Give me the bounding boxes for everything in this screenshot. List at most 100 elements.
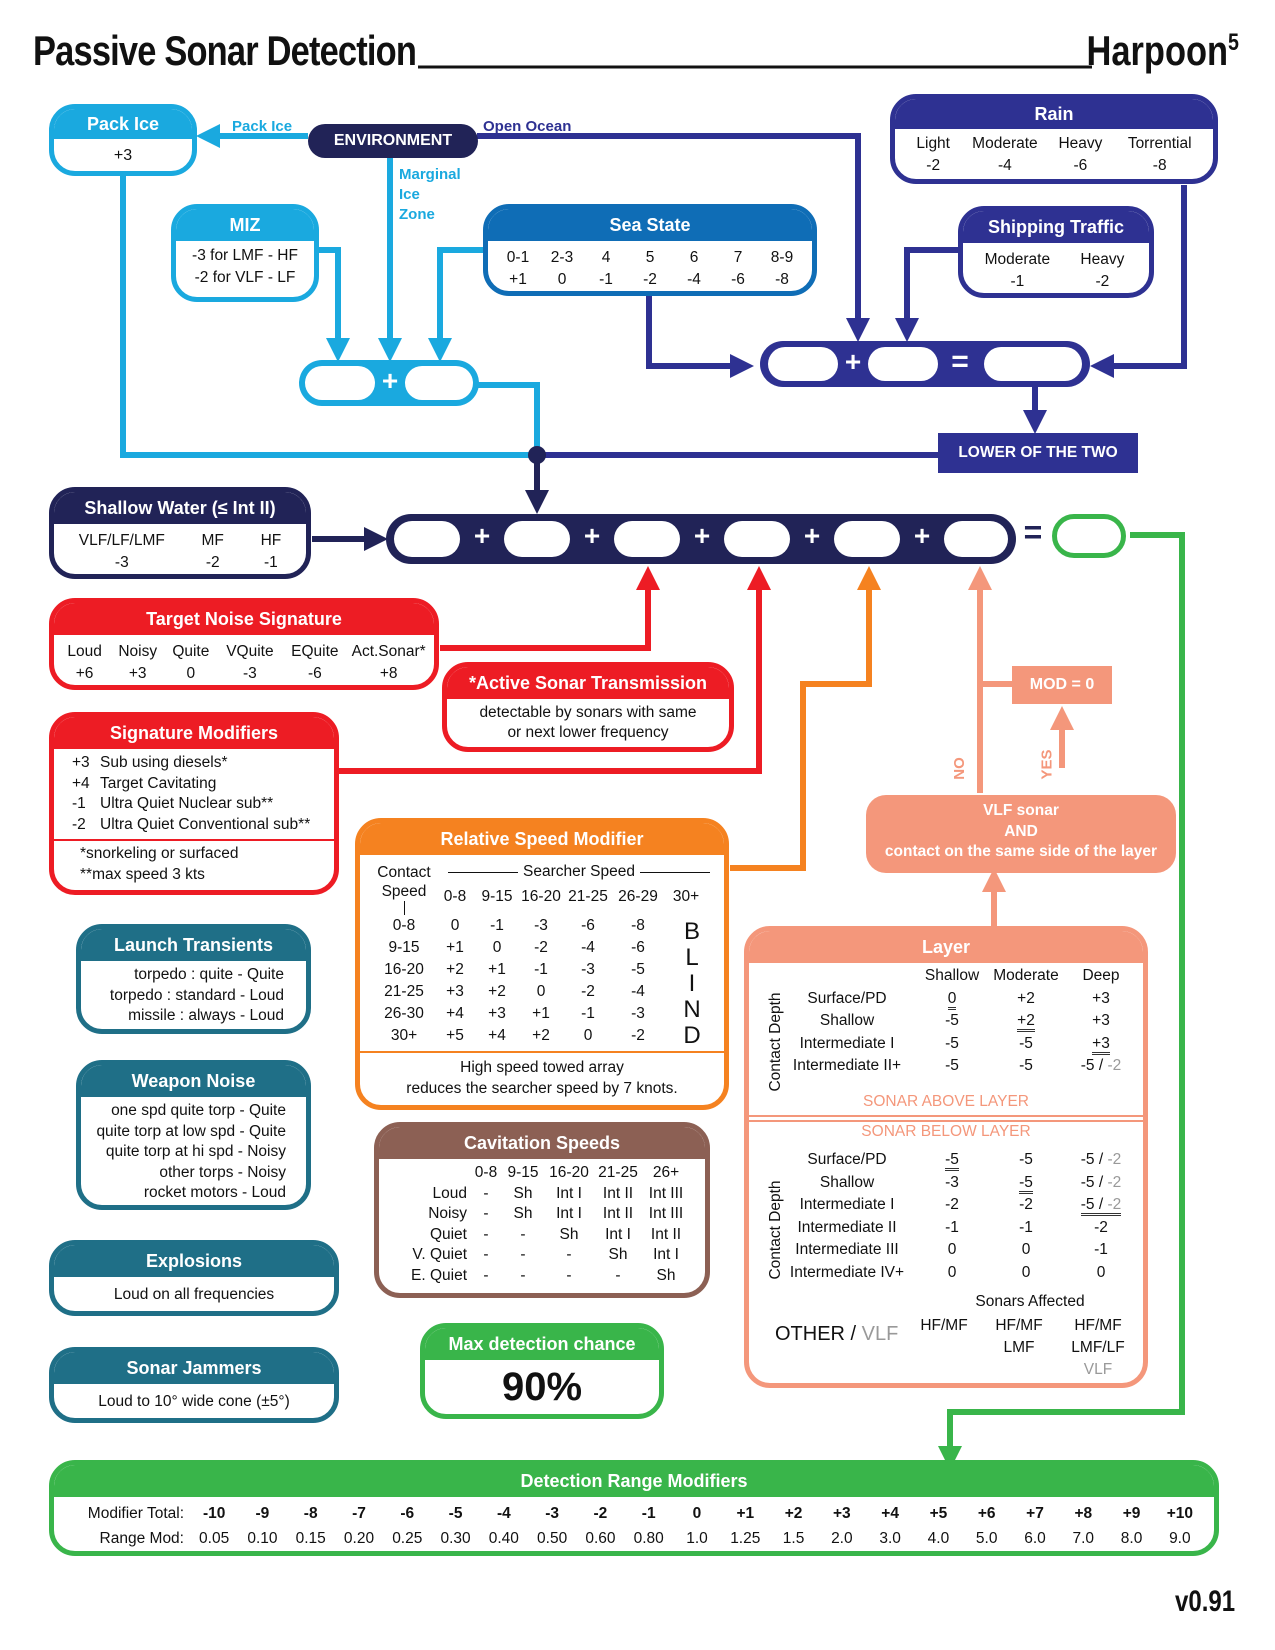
speed-mod: 0 <box>450 917 460 934</box>
depth-row: Shallow <box>819 1012 875 1029</box>
weapon-row: quite torp at low spd - Quite <box>81 1122 286 1143</box>
rain-value: -6 <box>1073 157 1088 174</box>
weather-sum-slot <box>868 347 938 381</box>
weapon-row: other torps - Noisy <box>81 1163 286 1184</box>
range-mod: 0.30 <box>440 1530 471 1547</box>
modifier-total: +9 <box>1122 1505 1141 1522</box>
contact-speed-row: 26-30 <box>384 1005 424 1022</box>
layer-below-table: Surface/PD-5-5-5 / -2 Shallow-3-5-5 / -2… <box>777 1149 1137 1284</box>
modifier-total: -2 <box>593 1505 608 1522</box>
main-sum-slot <box>834 521 900 557</box>
modifier-total: +10 <box>1166 1505 1193 1522</box>
cav-cell: Sh <box>559 1225 579 1243</box>
layer-value: -5 <box>1019 1173 1033 1194</box>
depth-row: Shallow <box>819 1173 875 1191</box>
mod-zero-node: MOD = 0 <box>1012 666 1112 704</box>
weapon-list: one spd quite torp - Quite quite torp at… <box>81 1097 306 1204</box>
range-mod: 0.15 <box>295 1530 326 1547</box>
shipping-value: -1 <box>1010 273 1025 290</box>
plus-sign: + <box>381 365 399 396</box>
rain-table: Light Moderate Heavy Torrential -2 -4 -6… <box>903 133 1205 177</box>
miz-mod: -2 <box>194 269 209 286</box>
weather-sum-slot <box>768 347 838 381</box>
sonar-jammers-title: Sonar Jammers <box>54 1352 334 1384</box>
layer-value: -2 <box>1019 1196 1033 1213</box>
target-noise-title: Target Noise Signature <box>54 603 434 635</box>
speed-mod: +1 <box>532 1005 550 1022</box>
layer-value: +3 <box>1092 989 1110 1007</box>
range-mod: 0.20 <box>343 1530 375 1547</box>
searcher-speed-label: Searcher Speed <box>448 863 710 881</box>
max-detection-box: Max detection chance 90% <box>420 1323 664 1419</box>
range-mod: 2.0 <box>831 1530 853 1547</box>
layer-value: -5 / -2 <box>1065 1172 1137 1195</box>
cav-cell: Int I <box>653 1246 679 1263</box>
modifier-total: +1 <box>736 1505 755 1522</box>
modifier-total: +7 <box>1026 1505 1044 1522</box>
range-mod: 1.5 <box>782 1530 805 1547</box>
modifier-total-label: Modifier Total: <box>87 1505 184 1522</box>
sea-state-value: -6 <box>731 271 745 288</box>
detection-range-box: Detection Range Modifiers Modifier Total… <box>49 1460 1219 1556</box>
layer-value: +2 <box>1017 989 1035 1007</box>
modifier-total: +2 <box>784 1505 803 1522</box>
layer-col: Deep <box>1082 967 1120 984</box>
target-noise-table: Loud Noisy Quite VQuite EQuite Act.Sonar… <box>58 641 430 685</box>
shallow-water-box: Shallow Water (≤ Int II) VLF/LF/LMF MF H… <box>49 487 311 579</box>
noise-header: VQuite <box>226 643 274 660</box>
sea-state-header: 4 <box>601 249 611 266</box>
sea-state-header: 2-3 <box>550 249 574 266</box>
layer-divider <box>749 1115 1143 1122</box>
miz-row: -3 for LMF - HF <box>176 245 314 267</box>
launch-value: Loud <box>249 986 284 1004</box>
signature-modifiers-title: Signature Modifiers <box>54 717 334 749</box>
sea-state-header: 8-9 <box>770 249 794 266</box>
sea-state-title: Sea State <box>488 209 812 241</box>
main-sum-slot <box>944 521 1008 557</box>
pack-ice-branch-label: Pack Ice <box>232 118 293 135</box>
speed-corner <box>374 886 434 908</box>
noise-header: EQuite <box>291 643 339 660</box>
weapon-value: Loud <box>251 1184 286 1201</box>
layer-value: 0 <box>1021 1263 1031 1281</box>
sea-state-header: 7 <box>733 249 743 266</box>
range-mod: 0.50 <box>537 1530 568 1547</box>
speed-mod: +3 <box>446 983 464 1000</box>
main-sum-slot <box>724 521 790 557</box>
cav-col: 0-8 <box>474 1164 498 1181</box>
launch-row: torpedo : standard - Loud <box>81 986 284 1007</box>
blind-label: B L I N D <box>678 919 706 1049</box>
affected-sonar: HF/MF <box>995 1317 1043 1334</box>
modifier-total: -5 <box>448 1505 463 1522</box>
range-mod: 4.0 <box>927 1530 950 1547</box>
modifier-total: -10 <box>202 1505 226 1522</box>
depth-row: Intermediate I <box>799 1196 895 1213</box>
rain-header: Torrential <box>1127 135 1192 152</box>
affected-sonar: HF/MF <box>920 1317 968 1334</box>
layer-value: -1 <box>945 1218 959 1236</box>
noise-header: Noisy <box>118 643 158 660</box>
cav-row-name: Quiet <box>429 1225 467 1243</box>
speed-mod: 0 <box>536 983 546 1000</box>
shipping-header: Heavy <box>1080 251 1125 268</box>
layer-cell: +2 <box>987 1010 1065 1033</box>
searcher-speed-col: 26-29 <box>618 888 658 905</box>
layer-value: +3 <box>1092 1012 1110 1029</box>
equals-sign: = <box>951 345 969 378</box>
range-mod: 0.25 <box>392 1530 423 1547</box>
searcher-speed-rule <box>448 871 518 873</box>
miz-rows: -3 for LMF - HF -2 for VLF - LF <box>176 245 314 289</box>
sonars-affected-label: Sonars Affected <box>975 1293 1085 1310</box>
launch-list: torpedo : quite - Quite torpedo : standa… <box>81 961 306 1027</box>
shipping-traffic-table: Moderate Heavy -1 -2 <box>971 249 1141 293</box>
affected-sonar: VLF <box>1083 1361 1113 1378</box>
cav-cell: Sh <box>513 1205 533 1222</box>
layer-value-vlf: -2 <box>1107 1151 1122 1168</box>
modifier-total: +4 <box>881 1505 899 1522</box>
cav-cell: Sh <box>608 1246 628 1263</box>
contact-speed-axis-tick <box>403 901 405 915</box>
layer-value: -5 <box>1019 1151 1033 1168</box>
weather-sum-result-slot <box>984 347 1082 381</box>
